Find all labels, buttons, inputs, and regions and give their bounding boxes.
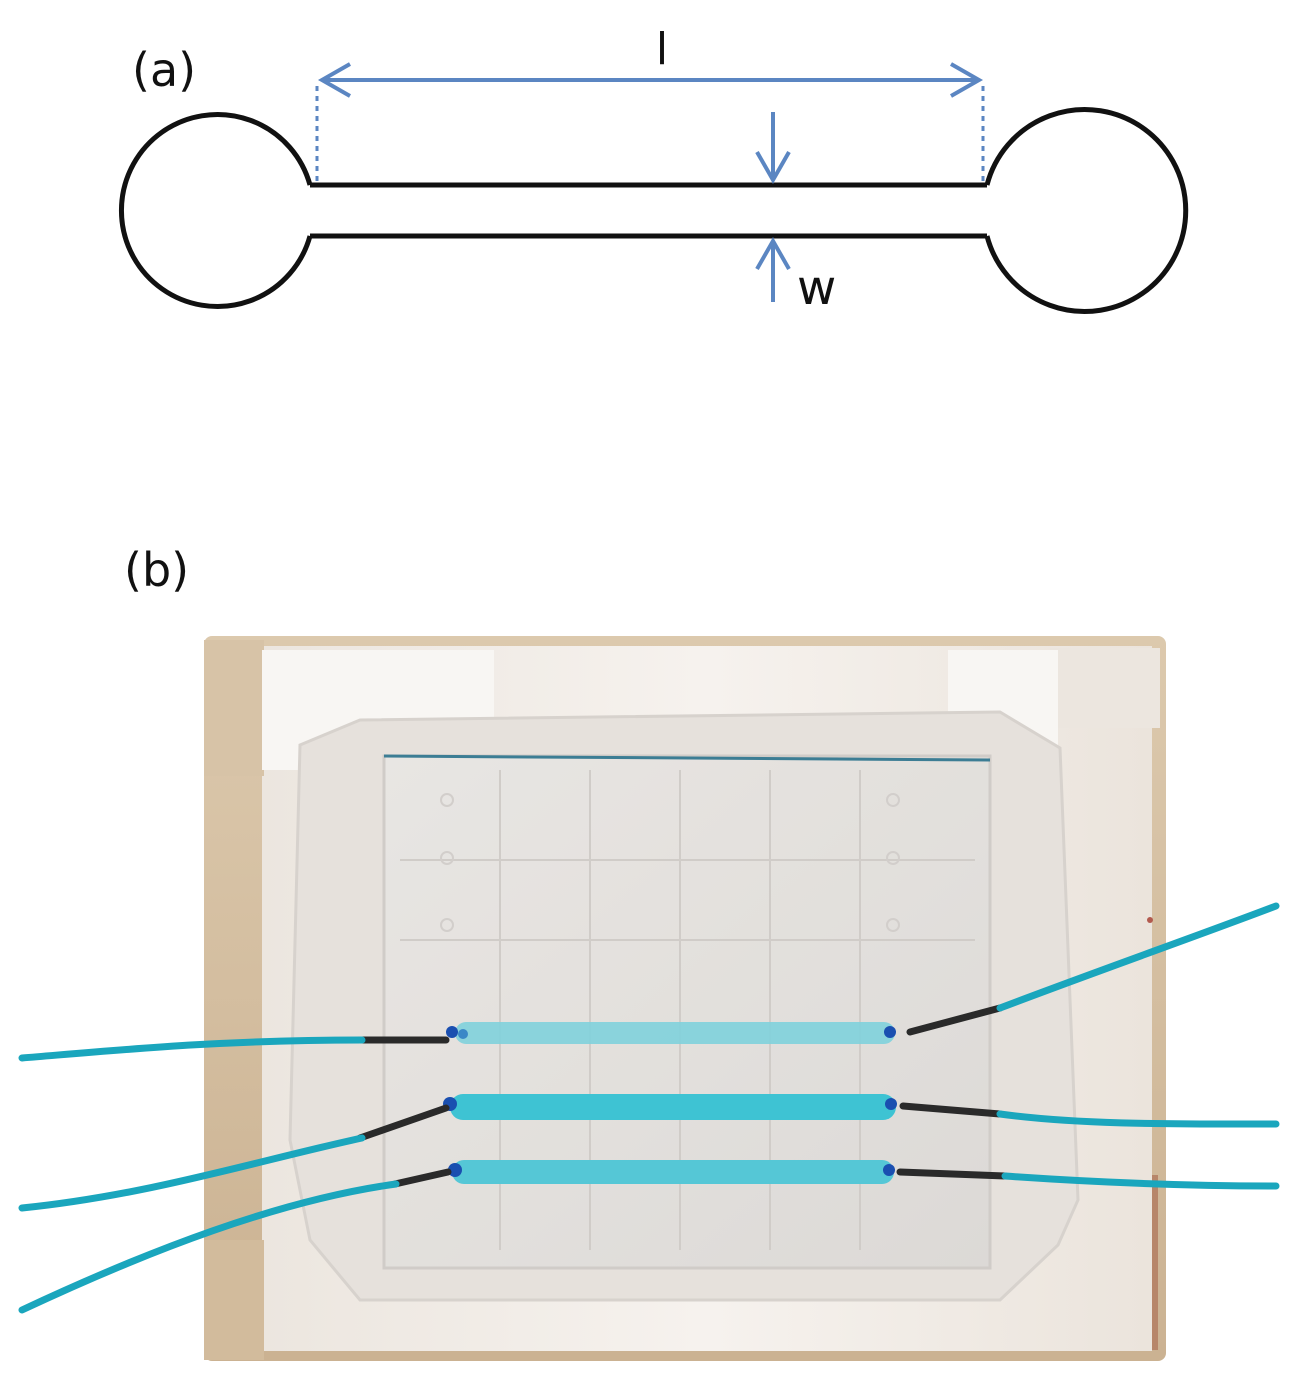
panel-b-label: (b) <box>124 543 189 597</box>
width-dimension <box>755 112 791 302</box>
tube-left-1 <box>18 1036 366 1062</box>
width-arrow-bottom-head <box>755 236 791 270</box>
glass-slide <box>382 754 992 1270</box>
holder-notch-top-left <box>204 640 264 776</box>
channel-3 <box>452 1160 894 1184</box>
width-label: w <box>797 260 836 316</box>
tube-right-1 <box>996 902 1280 1012</box>
length-arrow-right-head <box>950 62 984 98</box>
glass-chip <box>382 754 992 1270</box>
channels <box>443 1022 897 1184</box>
panel-a-label: (a) <box>132 43 196 97</box>
panel-a: (a) l w <box>118 24 1189 316</box>
left-reservoir <box>118 112 313 309</box>
glass-top-edge <box>383 754 991 762</box>
tube-right-2 <box>996 1110 1280 1128</box>
channel-ports <box>443 1026 897 1177</box>
tube-left-2 <box>18 1134 366 1212</box>
right-reservoir <box>984 107 1189 314</box>
connector-pins <box>356 1004 1009 1188</box>
tube-right-3 <box>1001 1172 1280 1190</box>
panel-b: (b) <box>18 543 1280 1361</box>
length-arrow-left-head <box>317 62 351 98</box>
channel-2 <box>450 1094 896 1120</box>
glass-alignment-dots <box>440 793 900 932</box>
holder-notch-bottom-left <box>204 1240 264 1360</box>
holder-notch-top-right <box>1050 648 1160 728</box>
channel-outline <box>118 107 1189 314</box>
length-dimension <box>315 62 985 182</box>
holder-mark <box>1147 917 1153 923</box>
length-label: l <box>656 24 668 75</box>
tubing <box>18 902 1280 1314</box>
tube-left-3 <box>18 1180 400 1314</box>
width-arrow-top-head <box>755 151 791 185</box>
channel-1 <box>455 1022 895 1044</box>
